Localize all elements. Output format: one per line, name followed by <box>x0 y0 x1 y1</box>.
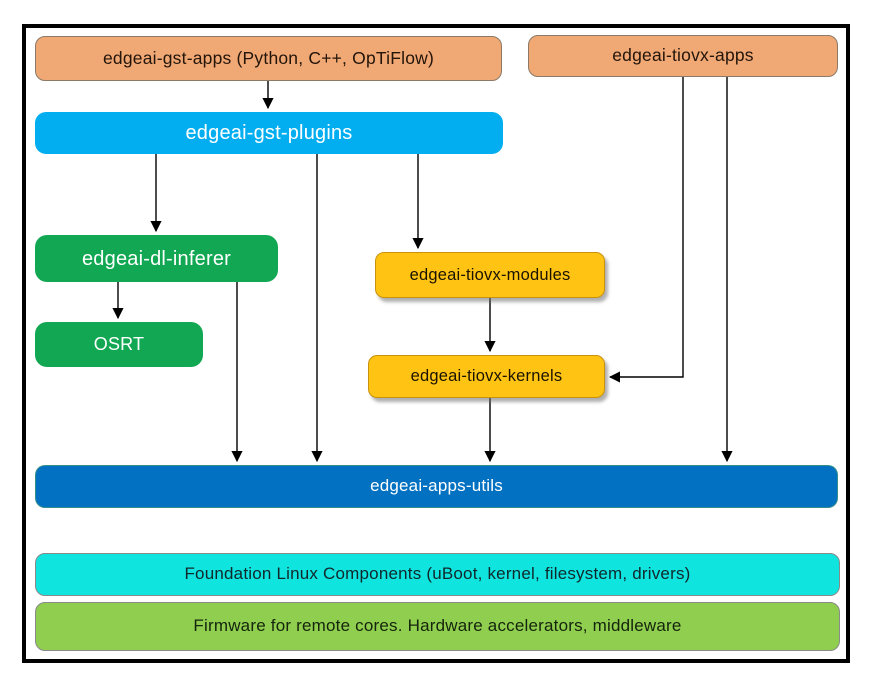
node-label: edgeai-tiovx-modules <box>409 265 571 284</box>
node-edgeai-apps-utils: edgeai-apps-utils <box>35 465 838 508</box>
node-label: edgeai-tiovx-apps <box>612 45 754 66</box>
node-edgeai-tiovx-apps: edgeai-tiovx-apps <box>528 35 838 77</box>
node-edgeai-gst-apps: edgeai-gst-apps (Python, C++, OpTiFlow) <box>35 36 502 81</box>
diagram-outer-frame <box>22 24 850 663</box>
node-label: Foundation Linux Components (uBoot, kern… <box>184 564 691 584</box>
node-firmware-remote-cores: Firmware for remote cores. Hardware acce… <box>35 602 840 651</box>
node-label: edgeai-gst-plugins <box>185 122 353 144</box>
node-foundation-linux-components: Foundation Linux Components (uBoot, kern… <box>35 553 840 596</box>
node-edgeai-gst-plugins: edgeai-gst-plugins <box>35 112 503 154</box>
node-label: edgeai-dl-inferer <box>81 247 232 270</box>
node-osrt: OSRT <box>35 322 203 367</box>
node-edgeai-dl-inferer: edgeai-dl-inferer <box>35 235 278 282</box>
node-label: edgeai-apps-utils <box>370 476 503 496</box>
node-edgeai-tiovx-kernels: edgeai-tiovx-kernels <box>368 355 605 398</box>
node-label: OSRT <box>93 333 145 354</box>
node-label: edgeai-gst-apps (Python, C++, OpTiFlow) <box>102 47 435 68</box>
node-label: edgeai-tiovx-kernels <box>410 367 563 386</box>
node-label: Firmware for remote cores. Hardware acce… <box>193 616 682 636</box>
node-edgeai-tiovx-modules: edgeai-tiovx-modules <box>375 252 605 298</box>
